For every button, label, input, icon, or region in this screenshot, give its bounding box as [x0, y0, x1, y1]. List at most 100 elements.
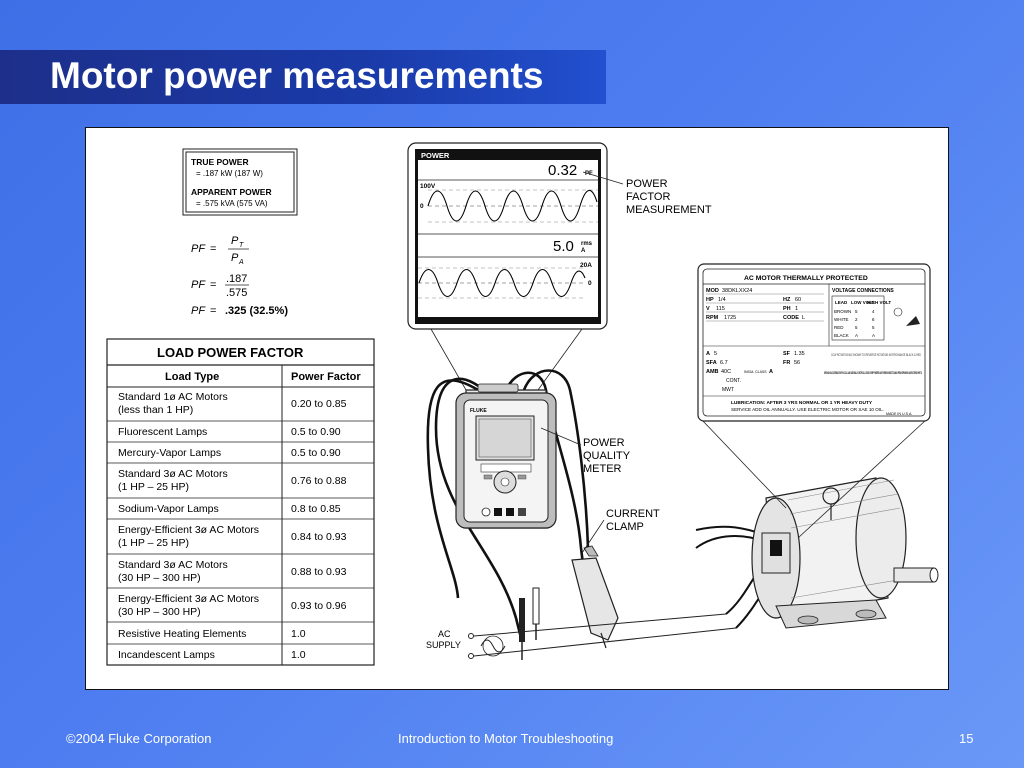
svg-text:METER: METER [583, 463, 622, 475]
ground-note: GROUND IN ACCORDANCE WITH LOCAL AND NATI… [824, 371, 922, 375]
callout-pq-meter: POWER QUALITY METER [583, 437, 631, 475]
svg-text:POWER: POWER [583, 437, 625, 449]
svg-text:QUALITY: QUALITY [583, 450, 631, 462]
svg-text:1.0: 1.0 [291, 649, 306, 661]
svg-text:CLAMP: CLAMP [606, 521, 644, 533]
svg-text:L: L [802, 315, 805, 321]
svg-text:Fluorescent Lamps: Fluorescent Lamps [118, 426, 207, 438]
svg-text:(30 HP – 300 HP): (30 HP – 300 HP) [118, 572, 201, 584]
formula-pf-1: PF [191, 243, 206, 255]
svg-text:AMB: AMB [706, 369, 719, 375]
svg-text:INSUL CLASS: INSUL CLASS [744, 370, 767, 374]
svg-text:6: 6 [872, 317, 875, 322]
current-waveform [418, 268, 586, 298]
svg-text:(1 HP – 25 HP): (1 HP – 25 HP) [118, 481, 189, 493]
svg-text:A: A [769, 369, 773, 375]
svg-text:1.35: 1.35 [794, 351, 805, 357]
svg-text:4: 4 [872, 309, 875, 314]
motor-power-diagram: TRUE POWER = .187 kW (187 W) APPARENT PO… [106, 142, 939, 666]
meter-brand: FLUKE [470, 408, 487, 414]
screen-current-unit-bottom: A [581, 248, 586, 254]
svg-text:0.20 to 0.85: 0.20 to 0.85 [291, 398, 347, 410]
svg-text:CONT.: CONT. [726, 378, 741, 384]
svg-text:Energy-Efficient 3ø AC Motors: Energy-Efficient 3ø AC Motors [118, 524, 259, 536]
table-row: Sodium-Vapor Lamps 0.8 to 0.85 [118, 503, 341, 515]
formula-pt-sub: T [239, 242, 244, 249]
footer-course-title: Introduction to Motor Troubleshooting [398, 731, 614, 746]
ac-supply: AC SUPPLY [426, 613, 737, 659]
svg-text:Standard 1ø AC Motors: Standard 1ø AC Motors [118, 391, 228, 403]
screen-pf-value: 0.32 [548, 162, 577, 179]
screen-voltage-scale: 100V [420, 183, 436, 190]
table-row: Energy-Efficient 3ø AC Motors (30 HP – 3… [118, 593, 347, 618]
formula-result: .325 (32.5%) [225, 305, 288, 317]
svg-text:MWT: MWT [722, 387, 734, 393]
svg-text:A: A [855, 333, 858, 338]
svg-text:Resistive Heating Elements: Resistive Heating Elements [118, 628, 246, 640]
svg-text:Standard 3ø AC Motors: Standard 3ø AC Motors [118, 559, 228, 571]
svg-text:HIGH VOLT: HIGH VOLT [867, 300, 891, 305]
svg-text:1/4: 1/4 [718, 297, 726, 303]
svg-text:60: 60 [795, 297, 801, 303]
svg-text:RPM: RPM [706, 315, 719, 321]
svg-text:LEAD: LEAD [835, 300, 848, 305]
svg-text:A: A [706, 351, 710, 357]
svg-text:5: 5 [714, 351, 717, 357]
ground-symbol-icon [893, 307, 903, 317]
svg-text:BLACK: BLACK [834, 333, 849, 338]
current-clamp [571, 545, 619, 649]
diagram-panel: TRUE POWER = .187 kW (187 W) APPARENT PO… [85, 127, 949, 690]
title-bar [0, 50, 606, 104]
svg-text:MEASUREMENT: MEASUREMENT [626, 204, 712, 216]
footer-page-number: 15 [959, 731, 974, 746]
svg-text:LOW VOLT: LOW VOLT [851, 300, 875, 305]
formula-pf-2: PF [191, 279, 206, 291]
true-power-value: = .187 kW (187 W) [196, 169, 263, 178]
table-header-power-factor: Power Factor [291, 371, 361, 383]
motor [751, 477, 939, 629]
svg-text:HP: HP [706, 297, 714, 303]
svg-text:5: 5 [855, 309, 858, 314]
svg-text:SFA: SFA [706, 360, 717, 366]
svg-text:1725: 1725 [724, 315, 736, 321]
svg-text:(less than 1 HP): (less than 1 HP) [118, 404, 193, 416]
svg-text:1: 1 [795, 306, 798, 312]
formula-num: .187 [226, 273, 247, 285]
svg-text:SF: SF [783, 351, 791, 357]
svg-text:CURRENT: CURRENT [606, 508, 660, 520]
lube-note-1: LUBRICATION: AFTER 3 YRS NORMAL OR 1 YR … [731, 400, 873, 406]
svg-text:0.84 to 0.93: 0.84 to 0.93 [291, 531, 347, 543]
formula-pa: P [231, 252, 239, 264]
callout-pf-measurement: POWER FACTOR MEASUREMENT [626, 178, 712, 216]
formula-pa-sub: A [238, 259, 244, 266]
screen-current-unit-top: rms [581, 241, 593, 247]
table-row: Standard 1ø AC Motors (less than 1 HP) 0… [118, 391, 347, 416]
screen-zero-1: 0 [420, 203, 424, 210]
meter-screen-zoom: POWER 0.32 PF 100V 0 5.0 rms A 20A 0 [407, 142, 608, 330]
voltage-waveform [427, 189, 598, 222]
apparent-power-label: APPARENT POWER [191, 187, 272, 197]
callout-current-clamp: CURRENT CLAMP [606, 508, 660, 533]
svg-text:FACTOR: FACTOR [626, 191, 670, 203]
svg-text:6.7: 6.7 [720, 360, 728, 366]
power-summary-box: TRUE POWER = .187 kW (187 W) APPARENT PO… [182, 148, 298, 216]
svg-text:PH: PH [783, 306, 791, 312]
svg-text:CODE: CODE [783, 315, 799, 321]
svg-text:RED: RED [834, 325, 844, 330]
slide-title: Motor power measurements [50, 55, 544, 96]
made-in: MADE IN U.S.A. [886, 412, 912, 416]
lube-note-2: SERVICE ADD OIL ANNUALLY. USE ELECTRIC M… [731, 407, 884, 412]
table-title: LOAD POWER FACTOR [157, 345, 304, 360]
svg-text:5: 5 [855, 325, 858, 330]
rotation-note: CCW ROTATION AS SHOWN TO REVERSE ROTATIO… [831, 353, 921, 357]
svg-text:Sodium-Vapor Lamps: Sodium-Vapor Lamps [118, 503, 219, 515]
true-power-label: TRUE POWER [191, 157, 249, 167]
table-row: Fluorescent Lamps 0.5 to 0.90 [118, 426, 341, 438]
svg-text:Mercury-Vapor Lamps: Mercury-Vapor Lamps [118, 447, 221, 459]
svg-text:0.8 to 0.85: 0.8 to 0.85 [291, 503, 341, 515]
table-row: Mercury-Vapor Lamps 0.5 to 0.90 [118, 447, 341, 459]
power-quality-meter: FLUKE [455, 383, 557, 529]
svg-text:Energy-Efficient 3ø AC Motors: Energy-Efficient 3ø AC Motors [118, 593, 259, 605]
table-row: Standard 3ø AC Motors (1 HP – 25 HP) 0.7… [118, 468, 347, 493]
voltage-connections: VOLTAGE CONNECTIONS LEAD LOW VOLT HIGH V… [831, 288, 920, 341]
